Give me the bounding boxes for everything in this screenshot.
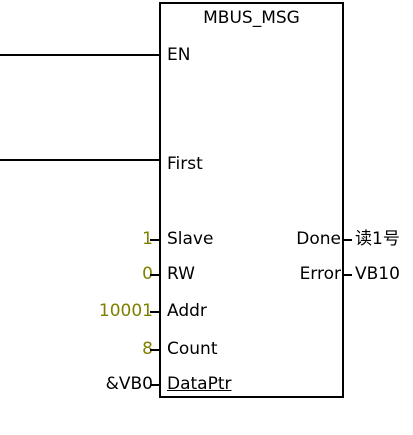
pin-first: First — [167, 154, 203, 174]
count-connector — [150, 349, 159, 351]
en-rung-line — [0, 54, 160, 56]
operand-count[interactable]: 8 — [142, 339, 153, 359]
pin-addr: Addr — [167, 301, 207, 321]
operand-addr[interactable]: 10001 — [98, 301, 153, 321]
mbus-msg-block[interactable] — [159, 2, 344, 398]
dataptr-connector — [150, 384, 159, 386]
rw-connector — [150, 274, 159, 276]
slave-connector — [150, 239, 159, 241]
pin-rw: RW — [167, 264, 195, 284]
pin-en: EN — [167, 45, 191, 65]
addr-connector — [150, 311, 159, 313]
pin-slave: Slave — [167, 229, 214, 249]
pin-done: Done — [296, 229, 341, 249]
operand-error[interactable]: VB10 — [355, 264, 400, 284]
operand-slave[interactable]: 1 — [142, 229, 153, 249]
first-rung-line — [0, 159, 160, 161]
pin-error: Error — [299, 264, 341, 284]
operand-rw[interactable]: 0 — [142, 264, 153, 284]
done-connector — [344, 239, 352, 241]
operand-dataptr[interactable]: &VB0 — [105, 374, 153, 394]
pin-dataptr: DataPtr — [167, 374, 232, 394]
error-connector — [344, 274, 352, 276]
operand-done[interactable]: 读1号 — [355, 229, 400, 249]
block-title: MBUS_MSG — [203, 8, 300, 28]
pin-count: Count — [167, 339, 218, 359]
